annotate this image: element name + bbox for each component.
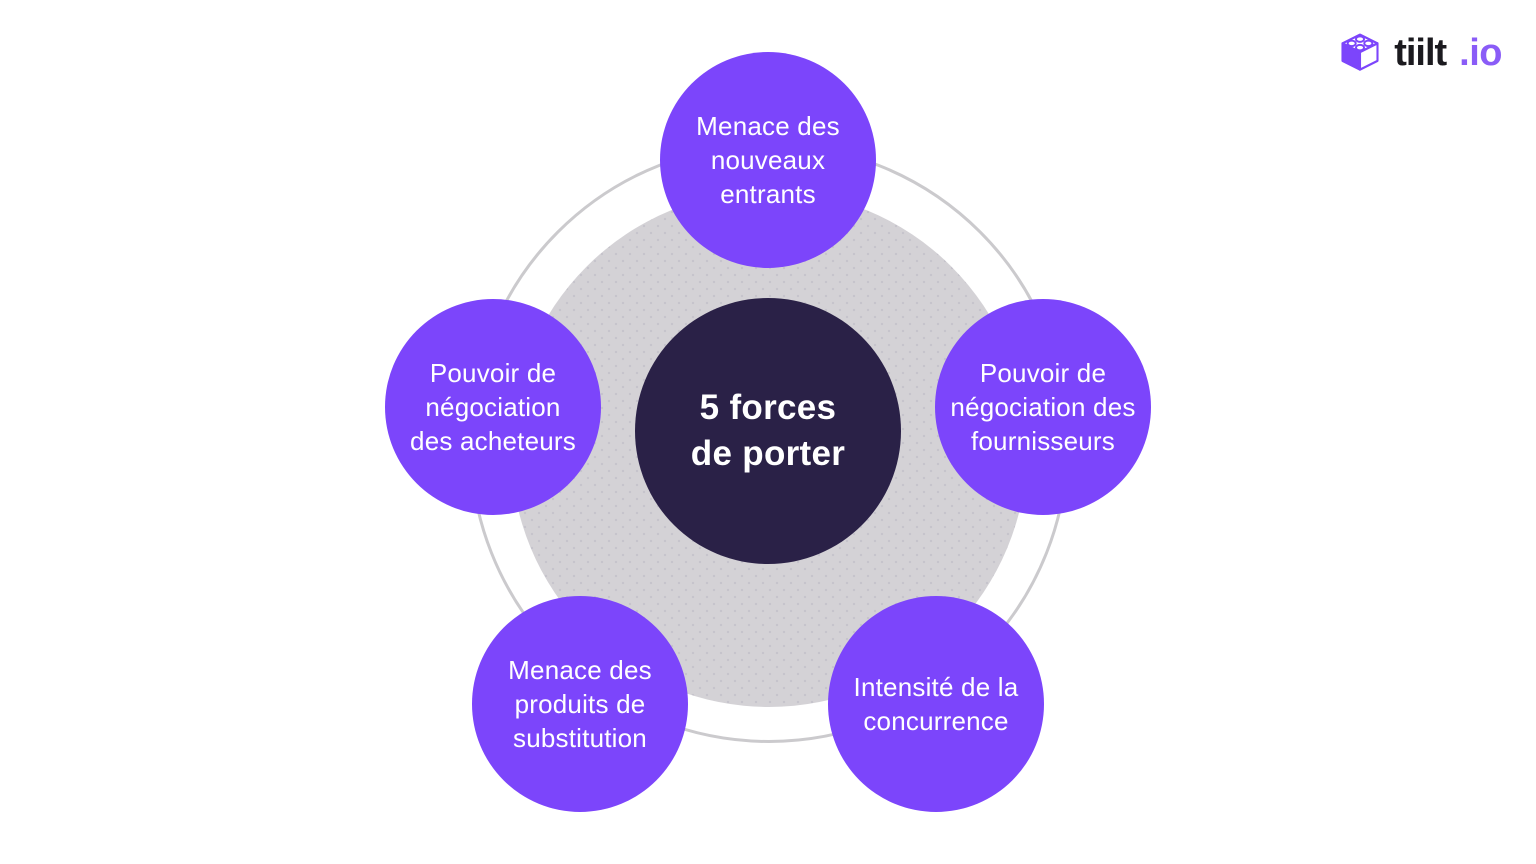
diagram-title: 5 forces de porter [690,388,846,473]
brand-logo: tiilt .io [1339,28,1502,78]
force-node-label: Menace des produits de substitution [508,655,652,753]
force-node-label: Intensité de la concurrence [853,672,1019,736]
lego-brick-icon [1341,33,1379,71]
brand-suffix: .io [1459,31,1502,74]
force-node-suppliers-power: Pouvoir de négociation des fournisseurs [935,299,1151,515]
force-node-label: Pouvoir de négociation des acheteurs [410,358,576,456]
brand-name: tiilt [1394,31,1447,74]
force-node-label: Pouvoir de négociation des fournisseurs [950,358,1136,456]
force-node-buyers-power: Pouvoir de négociation des acheteurs [385,299,601,515]
force-node-label: Menace des nouveaux entrants [696,111,840,209]
force-node-rivalry: Intensité de la concurrence [828,596,1044,812]
center-circle-title: 5 forces de porter [635,298,901,564]
force-node-new-entrants: Menace des nouveaux entrants [660,52,876,268]
force-node-substitutes: Menace des produits de substitution [472,596,688,812]
